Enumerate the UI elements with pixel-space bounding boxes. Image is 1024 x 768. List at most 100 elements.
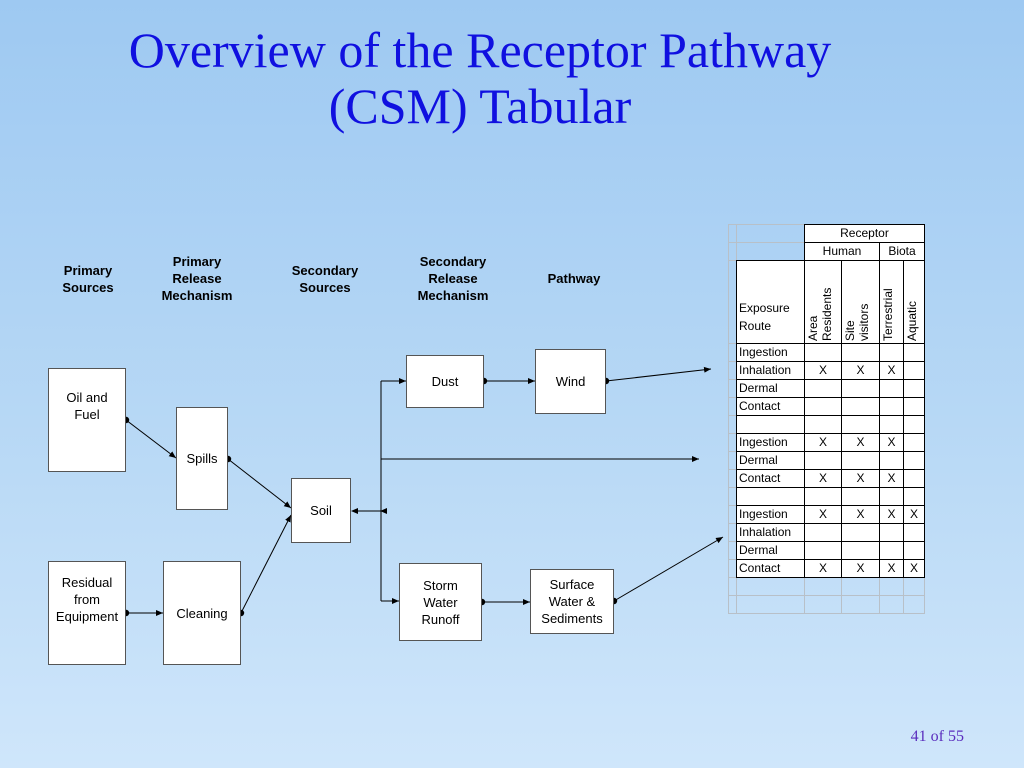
mark-cell: X	[879, 469, 904, 488]
route-label: Route	[739, 319, 772, 333]
title-line-2: (CSM) Tabular	[328, 78, 632, 134]
mark-cell	[804, 487, 842, 506]
mark-cell	[903, 469, 925, 488]
header-secondary-release: Secondary Release Mechanism	[417, 254, 489, 303]
route-cell	[736, 415, 805, 434]
mark-cell	[903, 523, 925, 542]
mark-cell	[804, 343, 842, 362]
col-terrestrial-text: Terrestrial	[881, 288, 895, 341]
box-wind: Wind	[535, 349, 606, 414]
mark-cell	[804, 523, 842, 542]
table-grid-cell	[903, 595, 925, 614]
mark-cell	[841, 397, 880, 416]
mark-cell: X	[879, 559, 904, 578]
route-cell: Ingestion	[736, 433, 805, 452]
mark-cell: X	[804, 361, 842, 380]
mark-cell: X	[841, 559, 880, 578]
mark-cell: X	[841, 469, 880, 488]
mark-cell: X	[879, 433, 904, 452]
mark-cell	[804, 379, 842, 398]
slide-title: Overview of the Receptor Pathway (CSM) T…	[0, 22, 960, 134]
table-grid-cell	[736, 577, 805, 596]
mark-cell	[903, 541, 925, 560]
mark-cell	[903, 397, 925, 416]
mark-cell	[903, 487, 925, 506]
header-primary-sources: Primary Sources	[62, 263, 114, 295]
mark-cell	[903, 433, 925, 452]
mark-cell: X	[804, 559, 842, 578]
page-number: 41 of 55	[910, 728, 964, 745]
mark-cell	[841, 523, 880, 542]
mark-cell	[841, 487, 880, 506]
route-cell: Ingestion	[736, 343, 805, 362]
arrow-wind-to-table	[605, 366, 712, 382]
col-area-residents-text: Area	[806, 315, 820, 341]
mark-cell	[903, 415, 925, 434]
mark-cell	[804, 451, 842, 470]
mark-cell	[841, 451, 880, 470]
col-aquatic: Aquatic	[903, 260, 925, 344]
table-grid-cell	[736, 224, 805, 243]
table-grid-cell	[841, 577, 880, 596]
table-grid-cell	[841, 595, 880, 614]
table-grid-cell	[804, 595, 842, 614]
route-cell: Contact	[736, 559, 805, 578]
mark-cell	[804, 397, 842, 416]
mark-cell: X	[804, 433, 842, 452]
table-grid-cell	[804, 577, 842, 596]
mark-cell: X	[903, 505, 925, 524]
route-cell: Dermal	[736, 541, 805, 560]
mark-cell: X	[804, 469, 842, 488]
mark-cell	[879, 451, 904, 470]
route-cell	[736, 487, 805, 506]
mark-cell: X	[879, 361, 904, 380]
title-line-1: Overview of the Receptor Pathway	[128, 22, 832, 78]
col-aquatic-text: Aquatic	[905, 300, 919, 341]
col-area-residents-text: Residents	[820, 287, 834, 341]
mark-cell	[841, 343, 880, 362]
route-cell: Contact	[736, 469, 805, 488]
route-cell: Contact	[736, 397, 805, 416]
receptor-header: Receptor	[804, 224, 925, 243]
col-terrestrial: Terrestrial	[879, 260, 904, 344]
arrow-surface-to-table	[613, 536, 724, 602]
table-grid-cell	[903, 577, 925, 596]
table-grid-cell	[879, 595, 904, 614]
header-secondary-sources: Secondary Sources	[291, 263, 359, 295]
arrow-spills-to-soil	[227, 458, 292, 509]
box-soil: Soil	[291, 478, 351, 543]
mark-cell	[841, 541, 880, 560]
box-storm-water-runoff: Storm Water Runoff	[399, 563, 482, 641]
mark-cell: X	[903, 559, 925, 578]
header-primary-release: Primary Release Mechanism	[161, 254, 233, 303]
box-spills: Spills	[176, 407, 228, 510]
route-cell: Ingestion	[736, 505, 805, 524]
route-cell: Inhalation	[736, 523, 805, 542]
biota-header: Biota	[879, 242, 925, 261]
mark-cell	[903, 451, 925, 470]
table-grid-cell	[879, 577, 904, 596]
arrow-cleaning-to-soil	[240, 514, 292, 614]
mark-cell	[903, 343, 925, 362]
mark-cell	[841, 415, 880, 434]
mark-cell	[879, 541, 904, 560]
mark-cell	[879, 397, 904, 416]
arrow-oil-to-spills	[125, 419, 177, 459]
route-cell: Dermal	[736, 379, 805, 398]
box-surface-water-sediments: Surface Water & Sediments	[530, 569, 614, 634]
box-residual-from-equipment: Residual from Equipment	[48, 561, 126, 665]
mark-cell	[903, 361, 925, 380]
table-grid-cell	[736, 242, 805, 261]
mark-cell	[804, 415, 842, 434]
mark-cell	[879, 343, 904, 362]
mark-cell: X	[804, 505, 842, 524]
mark-cell	[879, 415, 904, 434]
mark-cell	[903, 379, 925, 398]
mark-cell	[879, 487, 904, 506]
human-header: Human	[804, 242, 880, 261]
col-site-visitors-text: Site	[843, 320, 857, 341]
route-cell: Dermal	[736, 451, 805, 470]
